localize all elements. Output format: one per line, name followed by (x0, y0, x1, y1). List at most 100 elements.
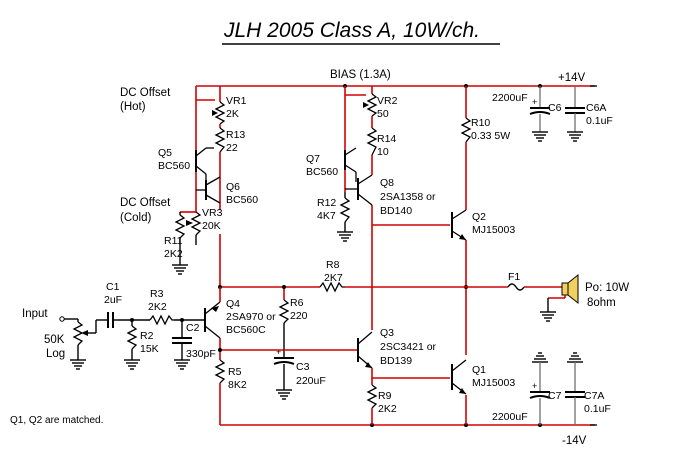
vr2-value: 50 (377, 108, 389, 120)
vr3-potentiometer (186, 211, 202, 245)
q1-value: MJ15003 (472, 377, 515, 389)
c7a-value: 0.1uF (584, 403, 611, 415)
c7a-ref: C7A (584, 390, 604, 402)
vr2-ref: VR2 (377, 95, 398, 107)
ground-symbol-speaker (540, 311, 556, 322)
q3-value-alt: BD139 (380, 355, 412, 367)
r11-ref: R11 (164, 235, 183, 247)
dc-offset-hot-sub: (Hot) (120, 101, 146, 113)
fuse-ref: F1 (508, 271, 520, 283)
schematic-title: JLH 2005 Class A, 10W/ch. (223, 19, 480, 42)
svg-text:+: + (276, 347, 281, 357)
r10-value: 0.33 5W (471, 130, 510, 142)
ground-symbol-c3 (276, 389, 292, 400)
r8-resistor (319, 281, 345, 293)
r11-resistor (174, 214, 186, 265)
q8-value: 2SA1358 or (380, 191, 436, 203)
ground-symbol-r12 (337, 231, 353, 242)
rail-negative-label: -14V (562, 435, 587, 447)
ground-symbol-c2 (174, 359, 190, 370)
ground-symbol-pot (70, 359, 86, 370)
c6-capacitor: + (529, 86, 551, 132)
q7-ref: Q7 (306, 153, 320, 165)
c3-capacitor: + (273, 347, 295, 390)
q2-ref: Q2 (472, 211, 486, 223)
input-label: Input (22, 308, 48, 320)
c1-value: 2uF (104, 294, 122, 306)
c6-ref: C6 (548, 102, 562, 114)
c7-ref: C7 (548, 390, 562, 402)
wiring-output-column (464, 86, 468, 425)
r9-ref: R9 (378, 390, 392, 402)
q4-value: 2SA970 or (226, 311, 276, 323)
q4-ref: Q4 (226, 298, 240, 310)
speaker-icon (547, 273, 579, 312)
q6-value: BC560 (226, 194, 258, 206)
r2-resistor (126, 320, 138, 360)
fuse-f1 (507, 283, 525, 291)
q3-ref: Q3 (380, 327, 394, 339)
vr3-ref: VR3 (202, 207, 223, 219)
svg-text:+: + (532, 381, 537, 391)
q1-ref: Q1 (472, 364, 486, 376)
r5-ref: R5 (228, 366, 242, 378)
r12-value: 4K7 (317, 210, 336, 222)
r10-resistor (460, 117, 472, 143)
c1-ref: C1 (106, 281, 120, 293)
vr1-potentiometer (212, 101, 226, 125)
r14-value: 10 (377, 146, 389, 158)
pot-value: 50K (44, 334, 65, 346)
r8-ref: R8 (326, 259, 340, 271)
c3-value: 220uF (296, 375, 326, 387)
r2-ref: R2 (140, 330, 154, 342)
c6a-ref: C6A (586, 102, 606, 114)
r13-resistor (214, 124, 226, 153)
input-volume-pot (72, 321, 88, 360)
vr1-value: 2K (226, 108, 239, 120)
ground-symbol-c6 (532, 131, 548, 142)
svg-text:+: + (532, 97, 537, 107)
r8-value: 2K7 (324, 272, 343, 284)
r13-ref: R13 (226, 129, 245, 141)
vr1-ref: VR1 (226, 95, 247, 107)
vr2-potentiometer (363, 93, 378, 117)
r11-value: 2K2 (164, 248, 183, 260)
r6-resistor (278, 285, 290, 358)
r12-resistor (339, 197, 351, 223)
r9-value: 2K2 (378, 403, 397, 415)
ground-symbol-c6a (567, 131, 583, 142)
q4-transistor (204, 287, 221, 360)
dc-offset-cold-sub: (Cold) (120, 212, 151, 224)
r13-value: 22 (226, 142, 238, 154)
speaker-power: Po: 10W (585, 282, 629, 294)
r3-resistor (149, 314, 174, 326)
c1-capacitor (107, 312, 118, 328)
q7-value: BC560 (306, 166, 338, 178)
q8-value-alt: BD140 (380, 205, 412, 217)
rail-positive-label: +14V (558, 72, 586, 84)
c2-ref: C2 (186, 322, 200, 334)
q8-transistor (345, 174, 373, 206)
c6a-capacitor (565, 86, 585, 132)
ground-symbol-c7 (532, 352, 548, 363)
q6-ref: Q6 (226, 181, 240, 193)
c7-capacitor: + (529, 362, 551, 425)
r3-value: 2K2 (148, 301, 167, 313)
pot-taper: Log (46, 348, 65, 360)
q3-value: 2SC3421 or (380, 341, 437, 353)
wiring-left-column (179, 86, 221, 285)
c7-value: 2200uF (492, 411, 528, 423)
r2-value: 15K (140, 343, 159, 355)
r12-ref: R12 (317, 197, 336, 209)
vr3-value: 20K (202, 220, 221, 232)
r5-resistor (214, 359, 226, 425)
dc-offset-hot-label: DC Offset (120, 87, 171, 99)
r5-value: 8K2 (228, 379, 247, 391)
wiring-output-node (218, 285, 562, 289)
q2-value: MJ15003 (472, 224, 515, 236)
c6a-value: 0.1uF (586, 115, 613, 127)
ground-symbol-r11 (172, 264, 188, 275)
q7-transistor (344, 147, 357, 182)
ground-symbol-r2 (124, 359, 140, 370)
q5-value: BC560 (158, 160, 190, 172)
